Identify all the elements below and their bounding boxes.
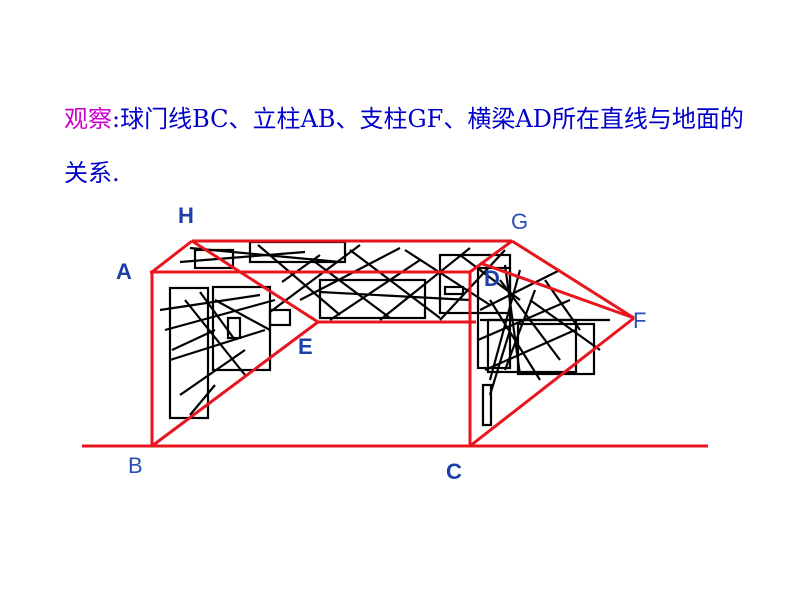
label-b: B xyxy=(128,453,143,478)
label-g: G xyxy=(511,209,529,234)
support-gf xyxy=(511,239,635,320)
caption-keyword: 观察 xyxy=(64,105,112,133)
net-strands xyxy=(159,244,610,416)
label-f: F xyxy=(633,308,647,333)
label-c: C xyxy=(446,459,462,484)
label-d: D xyxy=(484,266,500,291)
goal-frame xyxy=(82,239,708,448)
caption: 观察:球门线BC、立柱AB、支柱GF、横梁AD所在直线与地面的关系. xyxy=(64,92,744,200)
label-h: H xyxy=(178,203,194,228)
label-e: E xyxy=(298,334,313,359)
caption-text: :球门线BC、立柱AB、支柱GF、横梁AD所在直线与地面的关系. xyxy=(64,105,744,187)
label-a: A xyxy=(116,259,132,284)
